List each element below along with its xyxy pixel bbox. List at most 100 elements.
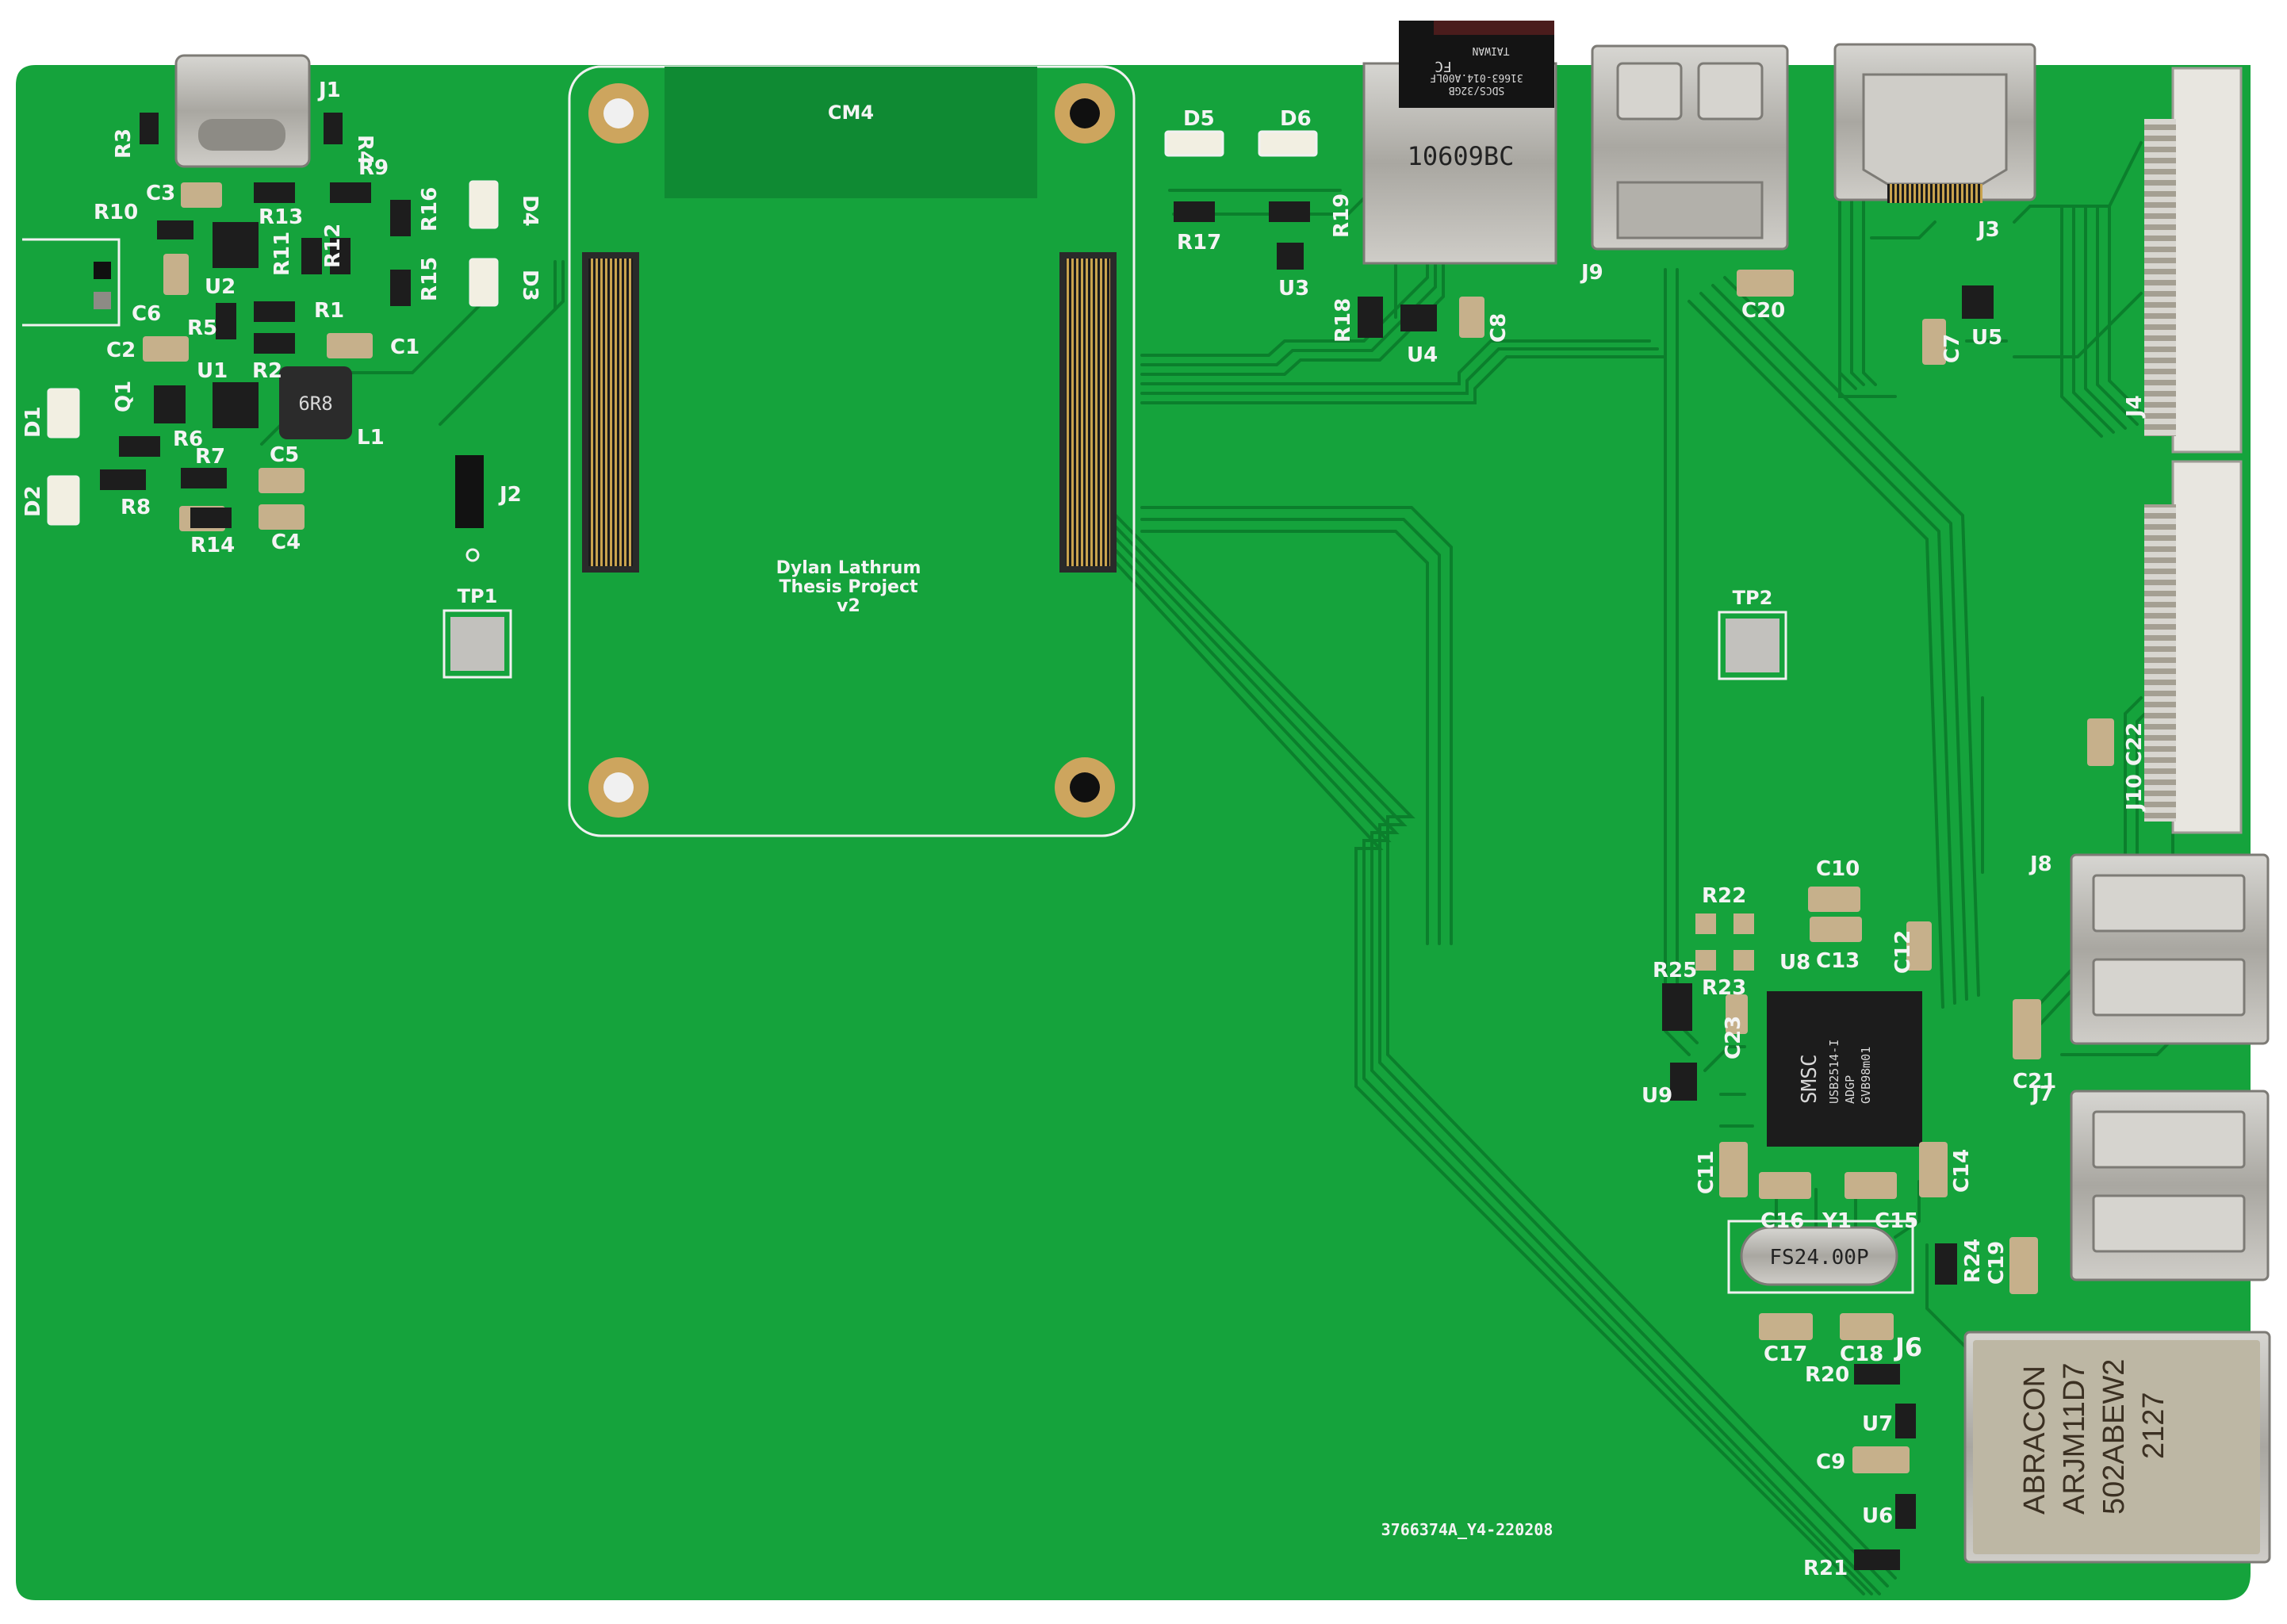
ref-U1: U1 <box>197 359 228 383</box>
ref-Y1: Y1 <box>1822 1209 1852 1233</box>
ref-U3: U3 <box>1278 277 1309 301</box>
test-pad <box>442 609 512 679</box>
ref-D4: D4 <box>518 195 542 227</box>
ffc-connector-camera <box>2144 67 2243 454</box>
ref-C3: C3 <box>146 182 175 205</box>
j1-label: J1 <box>317 79 341 102</box>
ref-U6: U6 <box>1862 1504 1893 1528</box>
usb-hub-marking-3: ADGP <box>1843 1075 1857 1104</box>
ref-R23: R23 <box>1702 976 1746 1000</box>
ref-R25: R25 <box>1653 959 1697 982</box>
crystal-marking: FS24.00P <box>1769 1246 1868 1270</box>
ref-U2: U2 <box>205 275 236 299</box>
status-leds <box>1164 130 1484 338</box>
ref-C21: C21 <box>2013 1070 2056 1094</box>
ref-J4: J4 <box>2123 395 2147 419</box>
microsd-marking-4: FC <box>1435 58 1452 75</box>
ref-J9: J9 <box>1580 261 1603 285</box>
ref-C6: C6 <box>132 302 161 326</box>
ref-L1: L1 <box>357 426 385 450</box>
ref-C4: C4 <box>271 530 301 554</box>
ref-R2: R2 <box>252 359 282 383</box>
ref-R5: R5 <box>187 316 217 340</box>
ref-TP1: TP1 <box>458 585 498 607</box>
ref-TP2: TP2 <box>1733 587 1773 609</box>
ref-C2: C2 <box>106 339 136 362</box>
rj45-connector: ABRACON ARJM11D7 502ABEW2 2127 <box>1963 1331 2271 1564</box>
regulator-ic <box>213 382 259 428</box>
hub-passives <box>1662 887 2041 1570</box>
ref-C23: C23 <box>1722 1016 1745 1059</box>
test-pad <box>1718 611 1787 680</box>
ref-D2: D2 <box>21 485 45 517</box>
level-shifter-ic <box>1962 285 1994 319</box>
ref-J6: J6 <box>1894 1332 1922 1362</box>
ref-C22: C22 <box>2123 722 2147 766</box>
ethernet-marking-2: ARJM11D7 <box>2058 1363 2091 1515</box>
via-hole <box>465 548 480 562</box>
project-line-2: Thesis Project <box>779 577 918 597</box>
ref-R19: R19 <box>1330 193 1354 238</box>
ref-U8: U8 <box>1779 951 1810 975</box>
ref-J8: J8 <box>2028 852 2052 876</box>
pcb-board <box>16 65 2251 1600</box>
buck-converter-ic <box>213 222 259 268</box>
ref-C7: C7 <box>1940 334 1964 363</box>
ref-J2: J2 <box>498 483 522 507</box>
ref-C13: C13 <box>1816 949 1860 973</box>
mounting-hole <box>1055 757 1115 818</box>
ref-R17: R17 <box>1177 231 1221 255</box>
ref-R10: R10 <box>94 201 138 224</box>
mounting-hole <box>1055 83 1115 144</box>
microsd-marking-3: TAIWAN <box>1473 44 1510 56</box>
ref-Q1: Q1 <box>112 381 136 412</box>
ref-C16: C16 <box>1760 1209 1804 1233</box>
ref-R4: R4 <box>353 135 377 165</box>
jumper-header <box>455 455 484 528</box>
capacitor-c22 <box>2087 718 2114 766</box>
ethernet-marking-1: ABRACON <box>2018 1365 2051 1515</box>
microsd-marking-5: 10609BC <box>1408 141 1515 171</box>
ref-R12: R12 <box>321 224 345 268</box>
ref-R14: R14 <box>190 534 235 557</box>
ref-R18: R18 <box>1331 298 1355 343</box>
capacitor-c7 <box>1922 319 1946 365</box>
project-line-3: v2 <box>837 596 860 616</box>
ref-D3: D3 <box>518 270 542 301</box>
ffc-connector-display <box>2144 460 2243 834</box>
ref-C17: C17 <box>1764 1342 1807 1366</box>
ref-C10: C10 <box>1816 857 1860 881</box>
usb-hub-ic: SMSC USB2514-I ADGP GVB98m01 <box>1767 991 1922 1147</box>
cm4-footprint: CM4 Dylan Lathrum Thesis Project v2 <box>568 65 1136 837</box>
usb-hub-marking-1: SMSC <box>1798 1054 1822 1104</box>
usb-c-connector <box>174 54 311 168</box>
ref-C15: C15 <box>1875 1209 1918 1233</box>
ref-C19: C19 <box>1985 1241 2009 1285</box>
ref-R22: R22 <box>1702 884 1746 908</box>
ref-R13: R13 <box>259 205 303 229</box>
order-code: 3766374A_Y4-220208 <box>1381 1520 1553 1539</box>
ref-J7: J7 <box>2030 1082 2054 1106</box>
copper-traces <box>260 141 2174 1595</box>
ref-R1: R1 <box>314 299 344 323</box>
ref-R9: R9 <box>358 156 389 180</box>
ref-C14: C14 <box>1950 1149 1974 1193</box>
mounting-hole <box>588 83 649 144</box>
ref-C11: C11 <box>1695 1151 1718 1194</box>
usb-hub-marking-2: USB2514-I <box>1827 1040 1841 1104</box>
ethernet-marking-4: 2127 <box>2137 1392 2170 1459</box>
ref-J3: J3 <box>1976 218 2000 242</box>
ref-U5: U5 <box>1971 326 2002 350</box>
ref-R21: R21 <box>1803 1557 1848 1580</box>
ref-U9: U9 <box>1642 1084 1672 1108</box>
crystal-oscillator: FS24.00P <box>1727 1220 1914 1294</box>
ref-C1: C1 <box>390 335 419 359</box>
inductor-marking: 6R8 <box>298 393 332 415</box>
microsd-marking-2: 31663-014.A00LF <box>1430 71 1523 83</box>
ref-R24: R24 <box>1961 1239 1985 1283</box>
ref-C8: C8 <box>1487 313 1511 343</box>
microsd-marking-1: SDCS/32GB <box>1449 84 1505 96</box>
silkscreen-labels: R3 R4 R9 C3 R10 R13 R16 D4 R11 R12 U2 R1… <box>21 107 2147 1580</box>
ref-R3: R3 <box>112 128 136 159</box>
